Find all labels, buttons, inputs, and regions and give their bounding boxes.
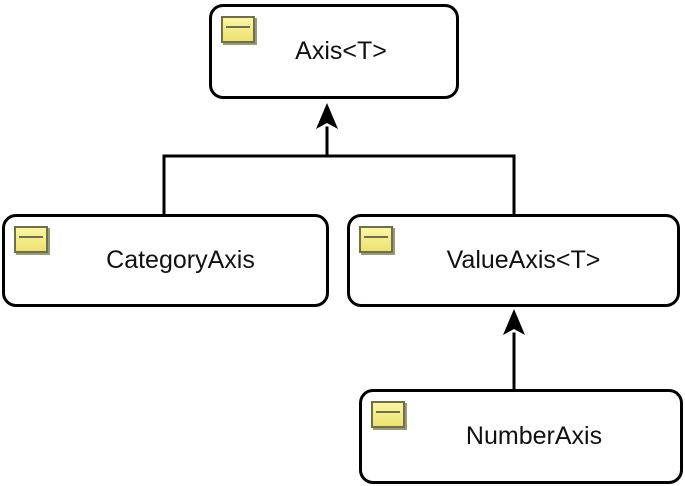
class-node-category-axis[interactable]: CategoryAxis [2, 214, 329, 307]
class-icon [14, 226, 48, 253]
class-node-label: CategoryAxis [106, 246, 255, 274]
class-node-number-axis[interactable]: NumberAxis [359, 389, 683, 484]
class-icon [359, 226, 393, 253]
class-icon [221, 16, 255, 43]
arrowhead-value [503, 309, 525, 335]
class-node-value-axis[interactable]: ValueAxis<T> [347, 214, 680, 307]
class-node-axis[interactable]: Axis<T> [209, 4, 459, 99]
class-node-label: ValueAxis<T> [446, 246, 601, 274]
class-node-label: NumberAxis [465, 422, 603, 450]
class-node-label: Axis<T> [295, 37, 387, 65]
arrowhead-axis [316, 103, 338, 129]
class-icon [371, 401, 405, 428]
